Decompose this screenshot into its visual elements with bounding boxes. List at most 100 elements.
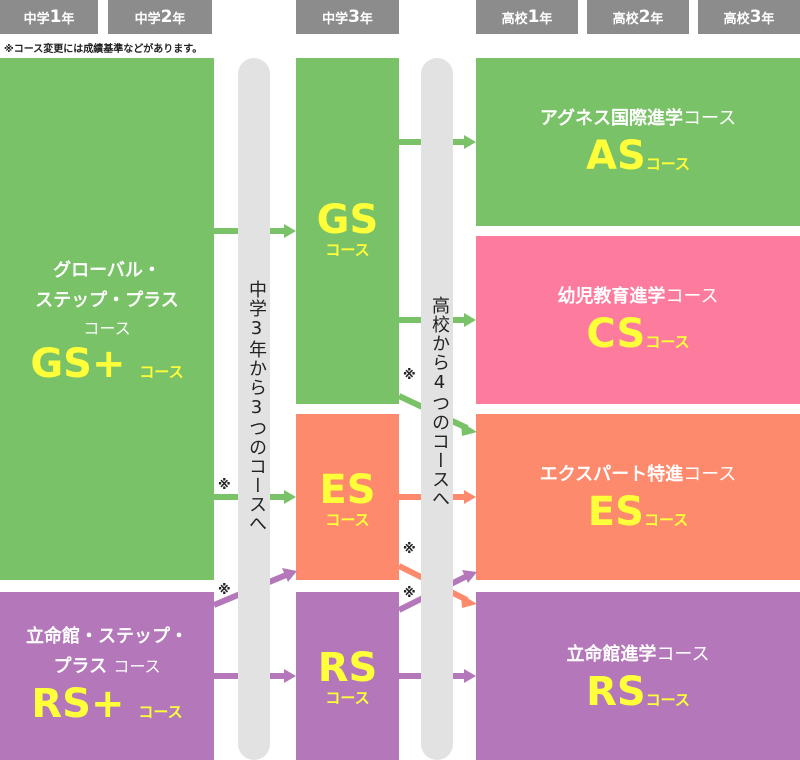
asterisk-mark: ※	[218, 583, 231, 598]
rs-plus-code: RS+ コース	[0, 682, 214, 734]
tab-num: 3	[749, 7, 762, 27]
tab-prefix: 高校	[501, 11, 528, 27]
rs-block	[296, 592, 399, 760]
course-name: アグネス国際進学	[539, 108, 683, 129]
pillar-high-text: 高校から4つのコースへ	[429, 296, 450, 508]
rs-plus-name-line2: プラス コース	[0, 652, 214, 682]
arrowhead	[282, 568, 297, 582]
course-tail: コース	[683, 464, 737, 485]
tab-prefix: 中学	[23, 11, 50, 27]
course-suffix: コース	[325, 511, 370, 529]
asterisk-mark: ※	[403, 542, 416, 557]
tab-num: 1	[527, 7, 540, 27]
arrowhead	[464, 135, 476, 149]
course-tail: コース	[683, 108, 737, 129]
course-code: GS+	[30, 341, 126, 387]
rs-plus-name-part: プラス	[53, 656, 108, 677]
course-code: ES	[319, 467, 376, 513]
gs-block	[296, 58, 399, 404]
as-label: アグネス国際進学コース ASコース	[476, 104, 800, 186]
tab-suffix: 年	[650, 11, 664, 27]
tab-prefix: 中学	[322, 11, 349, 27]
tab-num: 3	[348, 7, 360, 27]
arrowhead	[462, 570, 477, 583]
course-suffix: コース	[645, 333, 690, 351]
rs-plus-block	[0, 592, 214, 760]
tab-prefix: 高校	[612, 11, 639, 27]
course-change-note: ※コース変更には成績基準などがあります。	[4, 44, 203, 55]
course-suffix: コース	[325, 689, 370, 707]
cs-block	[476, 236, 800, 404]
tab-num: 2	[160, 7, 173, 27]
course-code: AS	[585, 133, 646, 179]
course-name: 立命館進学	[566, 644, 657, 665]
high-es-block	[476, 414, 800, 580]
rs-plus-label: 立命館・ステップ・ プラス コース RS+ コース	[0, 622, 214, 734]
tab-suffix: 年	[61, 11, 75, 27]
course-suffix: コース	[643, 511, 689, 529]
es-label: ES コース	[296, 470, 399, 530]
asterisk-mark: ※	[403, 368, 416, 383]
gs-plus-name-line3: コース	[83, 319, 131, 338]
pillar-high	[421, 58, 453, 760]
as-code: ASコース	[476, 134, 800, 186]
course-name: 幼児教育進学	[557, 286, 666, 307]
gs-plus-name-line1: グローバル・	[53, 260, 161, 281]
arrowhead	[464, 313, 476, 327]
course-name: エクスパート特進	[539, 464, 684, 485]
course-code: GS	[316, 197, 379, 243]
pillar-junior	[238, 58, 270, 760]
asterisk-mark: ※	[218, 478, 231, 493]
pillar-junior-text: 中学3年から3つのコースへ	[246, 280, 267, 533]
course-suffix: コース	[138, 703, 183, 721]
course-suffix: コース	[645, 691, 690, 709]
rs-plus-name-line1: 立命館・ステップ・	[26, 626, 188, 647]
tab-prefix: 高校	[723, 11, 750, 27]
course-tail: コース	[665, 286, 719, 307]
tab-suffix: 年	[539, 11, 553, 27]
cs-code: CSコース	[476, 312, 800, 364]
course-code: CS	[586, 311, 646, 357]
cs-label: 幼児教育進学コース CSコース	[476, 282, 800, 364]
tab-num: 2	[638, 7, 651, 27]
course-suffix: コース	[139, 363, 184, 381]
course-suffix: コース	[645, 155, 691, 173]
course-code: RS+	[31, 681, 125, 727]
high-rs-code: RSコース	[476, 670, 800, 722]
high-es-name: エクスパート特進コース	[476, 460, 800, 490]
rs-plus-name-tail: コース	[113, 657, 161, 676]
high-es-label: エクスパート特進コース ESコース	[476, 460, 800, 542]
arrowhead	[284, 669, 296, 683]
tab-suffix: 年	[761, 11, 775, 27]
as-name: アグネス国際進学コース	[476, 104, 800, 134]
es-block	[296, 414, 399, 580]
gs-plus-label: グローバル・ ステップ・プラス コース GS+ コース	[0, 256, 214, 394]
arrowhead	[284, 490, 296, 504]
as-block	[476, 58, 800, 226]
high-rs-label: 立命館進学コース RSコース	[476, 640, 800, 722]
asterisk-mark: ※	[403, 586, 416, 601]
course-code: RS	[317, 645, 378, 691]
high-es-code: ESコース	[476, 490, 800, 542]
gs-plus-code: GS+ コース	[0, 342, 214, 394]
gs-plus-block	[0, 58, 214, 580]
tab-num: 1	[49, 7, 62, 27]
course-code: RS	[586, 669, 646, 715]
arrowhead	[461, 594, 477, 608]
gs-label: GS コース	[296, 200, 399, 260]
tab-suffix: 年	[359, 11, 373, 27]
tab-suffix: 年	[172, 11, 186, 27]
high-rs-name: 立命館進学コース	[476, 640, 800, 670]
arrowhead	[464, 490, 476, 504]
tab-prefix: 中学	[134, 11, 161, 27]
high-rs-block	[476, 592, 800, 760]
rs-label: RS コース	[296, 648, 399, 708]
cs-name: 幼児教育進学コース	[476, 282, 800, 312]
gs-plus-name-line2: ステップ・プラス	[35, 290, 179, 311]
